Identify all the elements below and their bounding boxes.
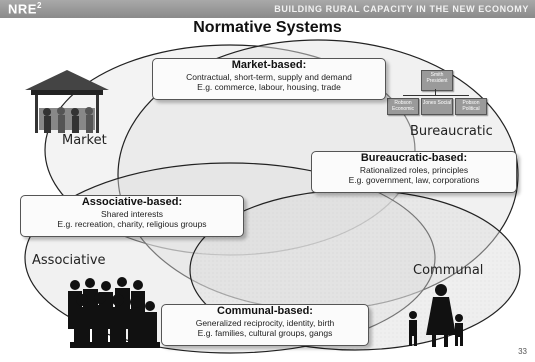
label-market: Market xyxy=(62,133,107,148)
market-stall-icon xyxy=(25,70,109,133)
bureaucratic-heading: Bureaucratic-based: xyxy=(360,152,468,164)
family-silhouette-icon xyxy=(409,284,463,347)
associative-box: Associative-based: Shared interests E.g.… xyxy=(20,195,244,237)
page-title: Normative Systems xyxy=(193,19,342,36)
bureaucratic-line1: Rationalized roles, principles xyxy=(359,165,469,175)
communal-box: Communal-based: Generalized reciprocity,… xyxy=(161,304,369,346)
header-tagline: BUILDING RURAL CAPACITY IN THE NEW ECONO… xyxy=(274,4,529,14)
bureaucratic-box: Bureaucratic-based: Rationalized roles, … xyxy=(311,151,517,193)
market-line2: E.g. commerce, labour, housing, trade xyxy=(197,82,341,92)
label-bureaucratic: Bureaucratic xyxy=(410,124,493,139)
org-node-middle: Jones Social xyxy=(421,98,453,115)
associative-line1: Shared interests xyxy=(101,209,163,219)
header-bar: NRE2 BUILDING RURAL CAPACITY IN THE NEW … xyxy=(0,0,535,18)
crowd-silhouette-icon xyxy=(68,277,160,348)
org-node-top: Smith President xyxy=(421,70,453,91)
communal-line1: Generalized reciprocity, identity, birth xyxy=(195,318,335,328)
brand-logo: NRE2 xyxy=(8,1,42,17)
org-node-right: Pobson Political xyxy=(455,98,487,115)
label-associative: Associative xyxy=(32,253,106,268)
bureaucratic-line2: E.g. government, law, corporations xyxy=(348,175,480,185)
org-node-left: Robson Economic xyxy=(387,98,419,115)
page-number: 33 xyxy=(518,347,527,356)
communal-line2: E.g. families, cultural groups, gangs xyxy=(197,328,333,338)
market-heading: Market-based: xyxy=(231,59,307,71)
associative-line2: E.g. recreation, charity, religious grou… xyxy=(57,219,207,229)
communal-heading: Communal-based: xyxy=(217,305,313,317)
market-line1: Contractual, short-term, supply and dema… xyxy=(186,72,352,82)
market-box: Market-based: Contractual, short-term, s… xyxy=(152,58,386,100)
label-communal: Communal xyxy=(413,263,484,278)
associative-heading: Associative-based: xyxy=(81,196,183,208)
